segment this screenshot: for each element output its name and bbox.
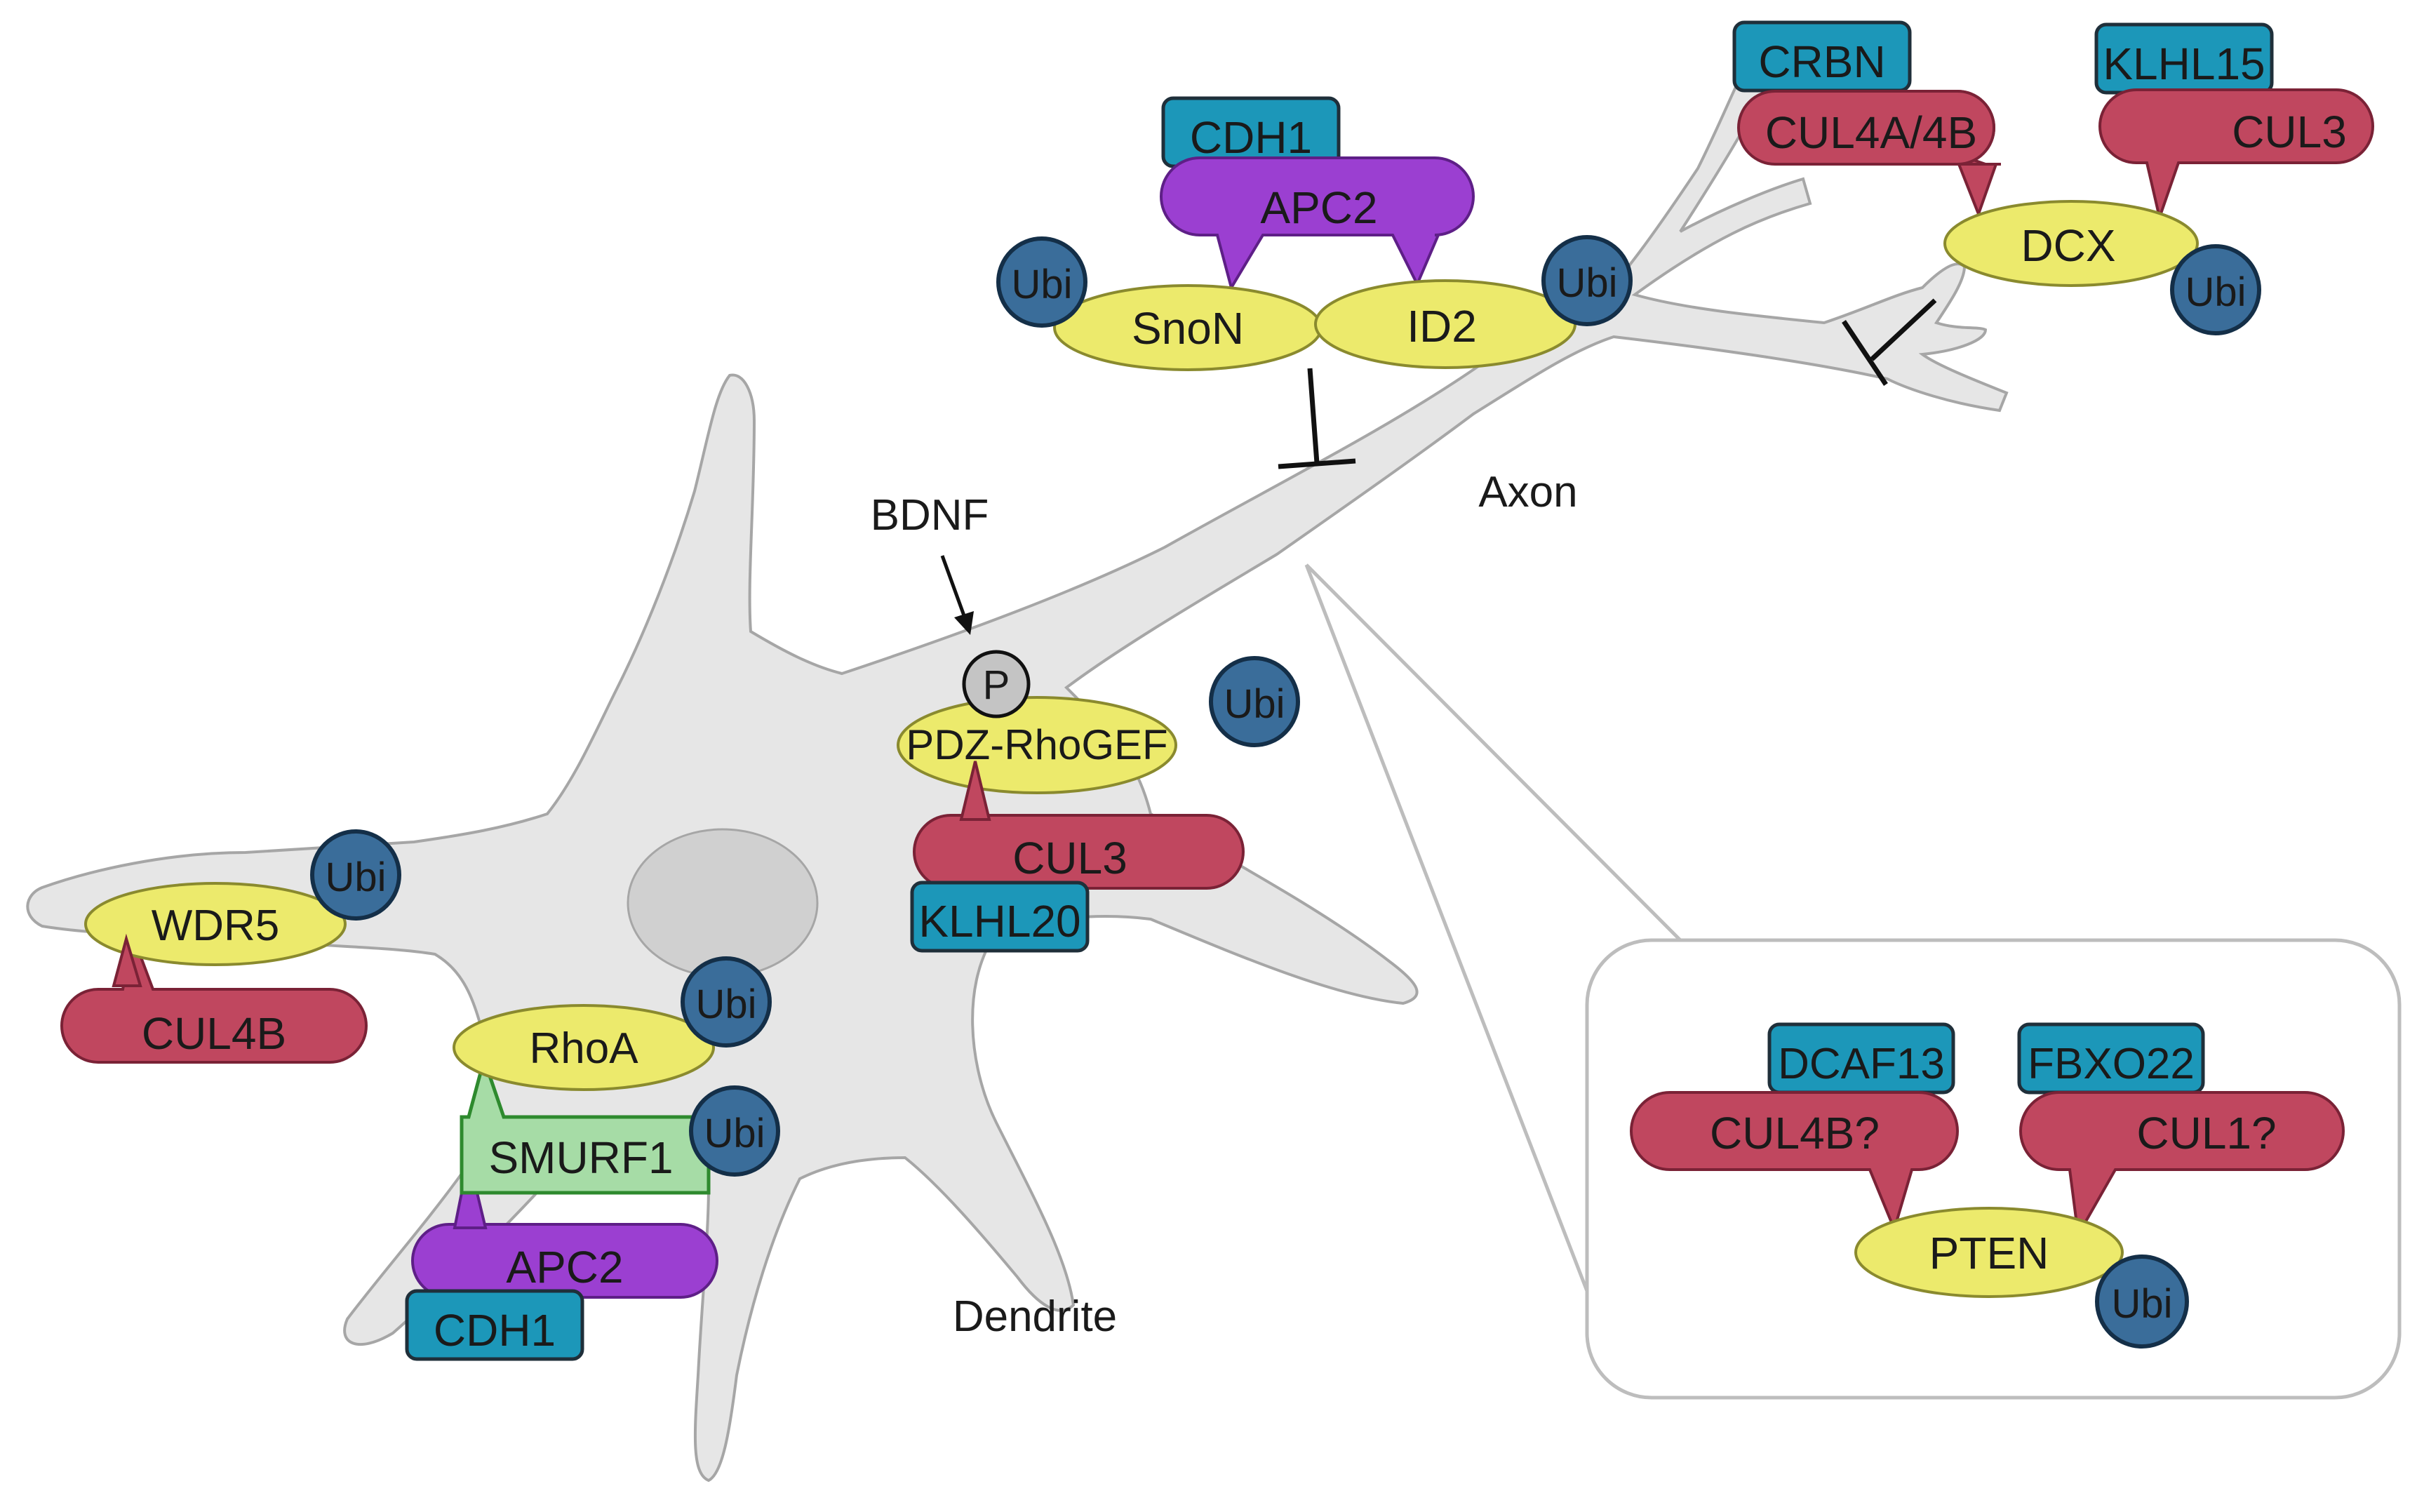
axon-label: Axon <box>1478 468 1577 516</box>
cul3-axon-text: CUL3 <box>2232 107 2347 157</box>
cdh1-axon-text: CDH1 <box>1190 112 1312 163</box>
inhibition-symbol-dcx <box>1842 298 1937 386</box>
cul3-ligase-soma <box>912 814 1245 890</box>
phospho-site: P <box>962 650 1031 718</box>
cul3-klhl15-complex: KLHL15 CUL3 <box>2094 22 2375 223</box>
smurf1-text: SMURF1 <box>488 1132 673 1183</box>
svg-text:Ubi: Ubi <box>325 855 386 900</box>
pdz-rhogef-text: PDZ-RhoGEF <box>906 721 1167 768</box>
ubi-rhoa: Ubi <box>681 956 772 1048</box>
svg-text:Ubi: Ubi <box>1224 681 1285 727</box>
id2-substrate: ID2 <box>1314 279 1576 369</box>
pdz-rhogef-substrate <box>897 696 1177 794</box>
svg-text:Ubi: Ubi <box>704 1111 765 1156</box>
bdnf-label: BDNF <box>871 491 989 540</box>
snon-text: SnoN <box>1132 303 1244 354</box>
cul1-question-text: CUL1? <box>2136 1108 2276 1158</box>
svg-text:Ubi: Ubi <box>2111 1281 2172 1327</box>
dcx-substrate: DCX <box>1943 200 2199 287</box>
cul3-soma-text: CUL3 <box>1012 833 1127 883</box>
ubi-pdz-rhogef: Ubi <box>1209 656 1300 747</box>
cul1-question-ligase <box>2018 1091 2345 1240</box>
svg-text:Ubi: Ubi <box>1556 260 1617 306</box>
ubi-pten: Ubi <box>2095 1255 2189 1349</box>
svg-text:P: P <box>983 662 1010 708</box>
zoom-callout <box>1304 563 2402 1400</box>
inhibition-symbol-snon-id2 <box>1278 368 1356 469</box>
svg-text:Ubi: Ubi <box>1011 262 1072 307</box>
pten-complex: DCAF13 FBXO22 CUL4B? CUL1? PTEN Ubi <box>1629 1022 2345 1349</box>
ubi-snon: Ubi <box>996 236 1087 328</box>
cdh1-adaptor-dendrite <box>405 1289 584 1361</box>
wdr5-complex: CUL4B WDR5 Ubi <box>60 829 401 1064</box>
nucleus <box>627 828 819 978</box>
pten-substrate <box>1854 1207 2124 1298</box>
cul4b-dendrite-text: CUL4B <box>142 1008 286 1059</box>
dcx-text: DCX <box>2021 220 2115 271</box>
apc2-cdh1-complex-axon: CDH1 APC2 <box>1159 96 1475 292</box>
apc2-dendrite-text: APC2 <box>506 1242 623 1292</box>
bdnf-arrow <box>940 555 974 635</box>
cul3-ligase-axon <box>2098 88 2375 223</box>
crbn-text: CRBN <box>1758 36 1885 87</box>
rhoa-text: RhoA <box>529 1024 638 1073</box>
apc2-ligase-dendrite <box>410 1223 719 1299</box>
snon-substrate: SnoN <box>1053 284 1323 371</box>
dendrite-label: Dendrite <box>953 1292 1117 1341</box>
cdh1-dendrite-text: CDH1 <box>434 1305 556 1356</box>
klhl20-text: KLHL20 <box>918 896 1080 946</box>
cul4b-ligase-dendrite <box>60 931 368 1064</box>
cul4b-question-ligase <box>1629 1091 1960 1234</box>
cul3-soma-pointer <box>959 761 991 821</box>
ubi-wdr5: Ubi <box>310 829 401 921</box>
ubi-id2: Ubi <box>1541 235 1633 326</box>
ubi-dcx: Ubi <box>2170 244 2261 335</box>
pdz-rhogef-complex: CUL3 PDZ-RhoGEF KLHL20 P Ubi <box>897 650 1300 953</box>
klhl20-adaptor <box>910 881 1090 953</box>
svg-text:Ubi: Ubi <box>2185 269 2246 315</box>
rhoa-complex: APC2 CDH1 SMURF1 RhoA Ubi Ubi <box>405 956 780 1361</box>
dcaf13-text: DCAF13 <box>1778 1040 1945 1088</box>
cul4a-4b-text: CUL4A/4B <box>1765 107 1977 158</box>
id2-text: ID2 <box>1407 301 1477 352</box>
wdr5-text: WDR5 <box>152 902 280 950</box>
ubi-smurf1: Ubi <box>689 1085 780 1177</box>
cul4-crbn-complex: CRBN CUL4A/4B <box>1732 20 2001 218</box>
klhl15-text: KLHL15 <box>2103 39 2265 89</box>
apc2-ligase-axon <box>1159 156 1475 292</box>
cul4b-question-text: CUL4B? <box>1710 1108 1880 1158</box>
smurf1-ligase <box>460 1053 711 1195</box>
pten-text: PTEN <box>1929 1228 2049 1278</box>
apc2-axon-text: APC2 <box>1260 182 1377 233</box>
rhoa-substrate <box>453 1004 715 1091</box>
wdr5-substrate <box>84 882 347 966</box>
fbxo22-text: FBXO22 <box>2028 1040 2195 1088</box>
svg-text:Ubi: Ubi <box>695 982 756 1027</box>
